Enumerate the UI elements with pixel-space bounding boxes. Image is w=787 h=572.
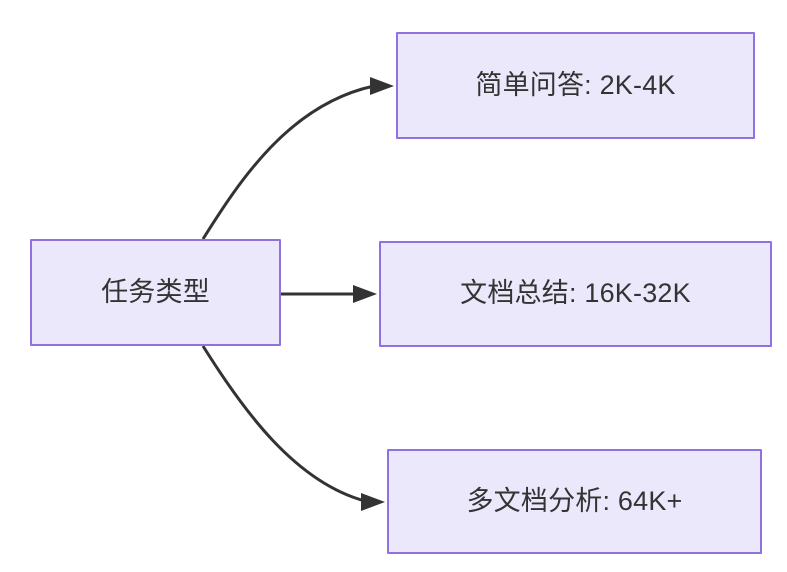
node-multi-doc[interactable]: 多文档分析: 64K+ [387,449,762,554]
edge-root-to-multi-doc [201,345,385,511]
node-simple-qa[interactable]: 简单问答: 2K-4K [396,32,755,139]
node-doc-summary[interactable]: 文档总结: 16K-32K [379,241,772,347]
node-simple-qa-label: 简单问答: 2K-4K [475,69,676,100]
node-task-type-label: 任务类型 [101,276,210,307]
arrowhead-simple-qa-icon [370,77,394,95]
edge-path-multi-doc [201,345,366,503]
node-doc-summary-label: 文档总结: 16K-32K [460,278,691,309]
edge-root-to-simple-qa [201,77,394,240]
node-task-type[interactable]: 任务类型 [30,239,281,346]
edge-path-simple-qa [201,84,375,240]
arrowhead-multi-doc-icon [361,493,385,511]
node-multi-doc-label: 多文档分析: 64K+ [466,485,683,516]
edge-root-to-doc-summary [281,285,377,303]
arrowhead-doc-summary-icon [353,285,377,303]
